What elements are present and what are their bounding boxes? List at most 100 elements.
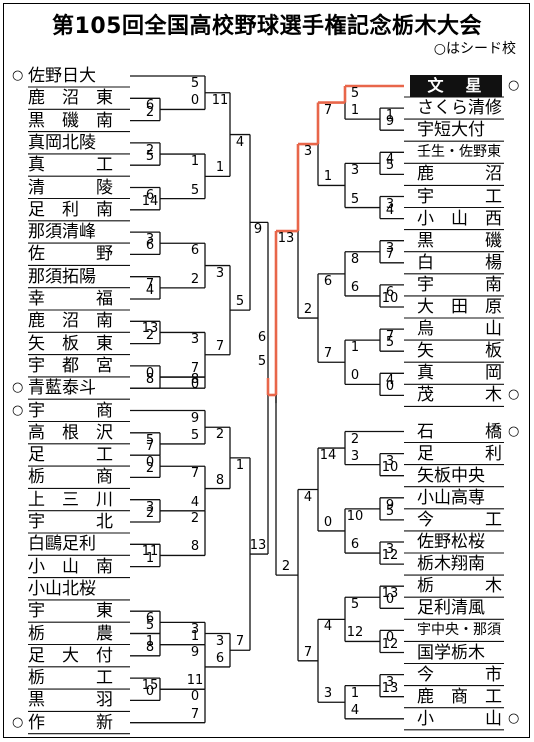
score-top: 1 — [145, 633, 155, 649]
team-right: 国学栃木 — [417, 642, 485, 663]
score-bottom: 12 — [346, 625, 364, 641]
champion-box: 文 星 付 — [410, 75, 502, 117]
score-top: 3 — [385, 196, 395, 212]
score-bottom: 10 — [381, 291, 399, 306]
score-top: 5 — [350, 597, 360, 613]
score-top: 4 — [303, 489, 313, 505]
team-right: 壬生・佐野東 — [417, 144, 501, 161]
team-left: 幸 福 — [28, 289, 113, 309]
score-bottom: 4 — [145, 283, 155, 298]
score-top: 3 — [385, 542, 395, 557]
team-left: 真 工 — [28, 155, 113, 176]
score-top: 9 — [190, 410, 200, 426]
score-bottom: 3 — [350, 448, 360, 464]
score-bottom: 5 — [190, 182, 200, 198]
score-top: 0 — [385, 630, 395, 646]
score-bottom: 2 — [145, 104, 155, 120]
score-bottom: 8 — [145, 639, 155, 655]
team-left: 黒 磯 南 — [28, 110, 113, 131]
seed-mark: ○ — [508, 387, 520, 403]
score-top: 5 — [190, 76, 200, 91]
score-top: 3 — [215, 265, 225, 281]
score-bottom: 7 — [303, 644, 313, 660]
score-top: 5 — [145, 432, 155, 448]
score-top: 9 — [190, 644, 200, 660]
team-right: 小 山 西 — [417, 208, 502, 229]
score-bottom: 12 — [381, 548, 399, 564]
score-bottom: 5 — [145, 617, 155, 633]
team-left: 宇 北 — [28, 512, 113, 532]
score-bottom: 12 — [381, 636, 399, 652]
score-bottom: 9 — [385, 114, 395, 130]
score-top: 3 — [145, 499, 155, 515]
score-bottom: 5 — [190, 427, 200, 443]
score-top: 6 — [145, 187, 155, 203]
score-top: 4 — [385, 152, 395, 168]
team-right: 茂 木 — [417, 385, 502, 406]
team-left: 宇 東 — [28, 601, 113, 622]
team-right: 矢 板 — [417, 341, 502, 362]
score-bottom: 3 — [323, 686, 333, 702]
score-top: 9 — [253, 222, 263, 238]
score-top: 3 — [190, 622, 200, 638]
score-bottom: 13 — [249, 538, 267, 554]
score-top: 4 — [385, 373, 395, 389]
score-bottom: 1 — [190, 628, 200, 644]
score-bottom: 14 — [141, 193, 159, 209]
team-left: 佐 野 — [28, 244, 113, 265]
score-top: 2 — [350, 431, 360, 447]
seed-mark: ○ — [508, 710, 520, 726]
team-right: 烏 山 — [417, 319, 502, 340]
score-top: 5 — [350, 86, 360, 101]
score-bottom: 5 — [350, 191, 360, 207]
seed-mark: ○ — [508, 78, 520, 93]
score-bottom: 11 — [186, 673, 204, 689]
score-bottom: 5 — [385, 335, 395, 351]
score-top: 2 — [190, 510, 200, 526]
score-bottom: 1 — [215, 160, 225, 176]
team-right: 宇中央・那須 — [417, 622, 501, 639]
sheet-border — [3, 3, 530, 738]
score-top: 15 — [141, 678, 159, 694]
team-right: 小山高専 — [417, 487, 485, 508]
team-left: 宇 商 — [28, 400, 113, 421]
score-bottom: 4 — [350, 702, 360, 718]
team-left: 矢 板 東 — [28, 333, 113, 354]
team-right: 矢板中央 — [417, 465, 485, 486]
score-bottom: 0 — [385, 592, 395, 608]
team-right: 黒 磯 — [417, 230, 502, 251]
score-bottom: 8 — [215, 472, 225, 488]
score-top: 3 — [385, 240, 395, 256]
seed-mark: ○ — [12, 380, 24, 396]
score-top: 9 — [385, 497, 395, 513]
team-left: 足 大 付 — [28, 645, 113, 666]
score-bottom: 0 — [350, 368, 360, 384]
team-left: 白鷗足利 — [28, 534, 96, 555]
score-top: 6 — [190, 243, 200, 259]
score-top: 13 — [381, 586, 399, 602]
score-top: 0 — [145, 455, 155, 471]
score-bottom: 13 — [381, 680, 399, 696]
score-bottom: 10 — [381, 459, 399, 475]
team-left: 那須清峰 — [28, 222, 96, 243]
score-top: 11 — [141, 544, 159, 560]
team-left: 小 山 南 — [28, 556, 113, 577]
team-left: 鹿 沼 東 — [28, 88, 113, 109]
score-top: 4 — [323, 619, 333, 635]
seed-mark: ○ — [508, 423, 520, 439]
team-left: 小山北桜 — [28, 578, 96, 599]
team-left: 黒 羽 — [28, 690, 113, 711]
team-right: 栃 木 — [417, 576, 502, 597]
score-top: 7 — [145, 276, 155, 292]
score-bottom: 7 — [215, 338, 225, 354]
team-right: 今 市 — [417, 664, 502, 685]
score-bottom: 7 — [190, 361, 200, 377]
score-top: 4 — [235, 134, 245, 150]
team-left: 清 陵 — [28, 177, 113, 198]
score-bottom: 6 — [350, 537, 360, 553]
score-top: 1 — [235, 457, 245, 473]
score-top: 0 — [145, 365, 155, 381]
score-top: 1 — [350, 340, 360, 356]
team-right: 鹿 沼 — [417, 164, 502, 185]
